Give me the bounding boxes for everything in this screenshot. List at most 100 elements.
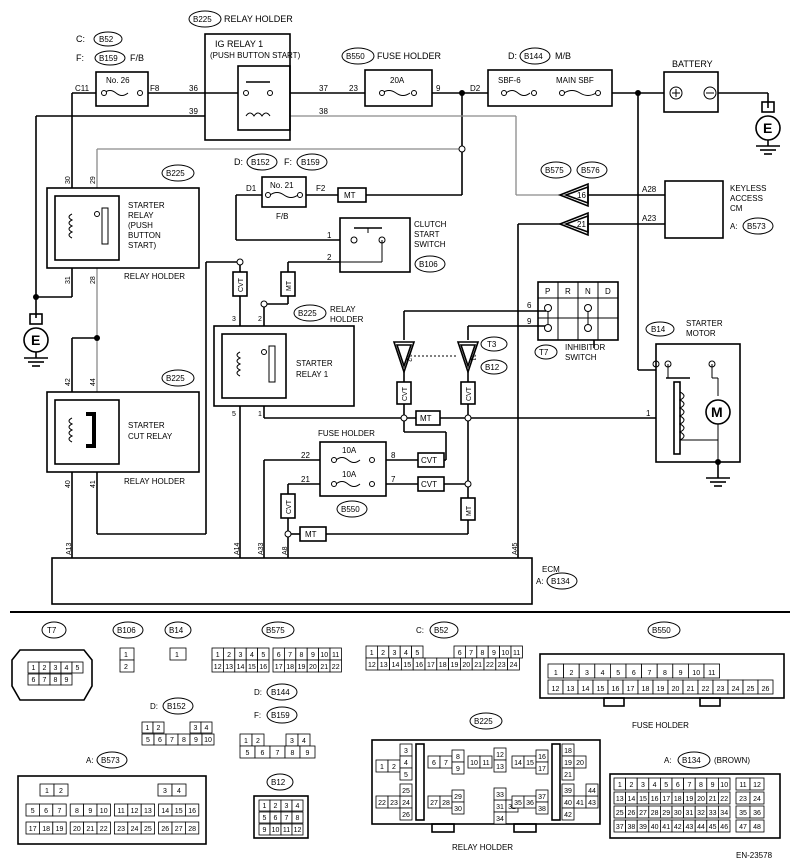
ig-relay-ref: B225: [193, 15, 212, 24]
battery: BATTERY: [663, 59, 719, 113]
pin-label: 20: [309, 664, 317, 671]
pin-label: 3: [163, 788, 167, 795]
pin-label: 3: [641, 782, 645, 789]
pin-label: 4: [250, 652, 254, 659]
pin-label: 6: [44, 808, 48, 815]
pin-label: 13: [380, 662, 388, 669]
pin-label: 47: [739, 824, 747, 831]
pin-cell: [561, 807, 575, 821]
pin-label: 7: [43, 677, 47, 684]
pin-label: 17: [275, 664, 283, 671]
cvt-connector-v1: CVT: [232, 271, 248, 297]
pin-label: 3: [54, 665, 58, 672]
clutch-pin-1: 1: [327, 231, 332, 240]
pin-label: 4: [601, 670, 605, 677]
pin-label: 7: [444, 760, 448, 767]
scr-name-1: STARTER: [128, 421, 165, 430]
mb-prefix: D:: [508, 51, 517, 61]
starter-motor: B14 STARTER MOTOR M 1: [645, 319, 741, 487]
pin-label: 18: [439, 662, 447, 669]
pin-label: 29: [662, 810, 670, 817]
mb-main-sbf: MAIN SBF: [556, 76, 594, 85]
fb26-ref-c: B52: [99, 35, 114, 44]
pin-label: 42: [564, 812, 572, 819]
ecm-ref: B134: [551, 577, 570, 586]
cvt-connector-h2: CVT: [417, 476, 445, 492]
ig-relay-name-1: IG RELAY 1: [215, 39, 263, 49]
pin-cell: [493, 811, 507, 825]
keyless-ref: B573: [747, 222, 766, 231]
pin-label: 40: [564, 800, 572, 807]
pin-cell: [535, 801, 549, 815]
pin-cell: [291, 811, 304, 824]
fb26-pin-in: C11: [75, 84, 90, 93]
pin-label: 7: [276, 750, 280, 757]
scr-pin-41: 41: [90, 480, 97, 488]
pin-label: 38: [628, 824, 636, 831]
fb21-ref-f: B159: [301, 158, 320, 167]
pin-label: 3: [285, 803, 289, 810]
pin-label: 7: [469, 650, 473, 657]
pin-label: 4: [653, 782, 657, 789]
pin-label: 2: [569, 670, 573, 677]
cvt-connector-v2: CVT: [396, 381, 412, 405]
view-b12-ref: B12: [271, 778, 286, 787]
view-b52-prefix: C:: [416, 626, 424, 635]
srpbs-name-4: BUTTON: [128, 231, 161, 240]
pin-label: 15: [526, 760, 534, 767]
fb26-prefix-c: C:: [76, 34, 85, 44]
pin-label: 32: [697, 810, 705, 817]
ecm-pin-a8: A8: [282, 546, 289, 555]
pin-label: 2: [227, 652, 231, 659]
clutch-name-3: SWITCH: [414, 240, 446, 249]
pin-label: 19: [564, 760, 572, 767]
motor-name-2: MOTOR: [686, 329, 716, 338]
pin-label: 27: [430, 800, 438, 807]
ground-right: E: [755, 101, 781, 155]
pin-label: 1: [554, 670, 558, 677]
pin-cell: [585, 783, 599, 797]
mt-label-h2: MT: [305, 530, 317, 539]
srpbs-ref: B225: [166, 169, 185, 178]
pin-label: 27: [175, 826, 183, 833]
connector-b575-b576: B575 B576 16 21: [540, 161, 608, 237]
pin-cell: [140, 803, 155, 817]
pin-label: 23: [739, 796, 747, 803]
pin-label: 9: [306, 750, 310, 757]
keyless-prefix: A:: [730, 222, 738, 231]
b575-pin-16: 16: [577, 191, 586, 200]
pin-cell: [507, 657, 520, 671]
pin-label: 25: [144, 826, 152, 833]
keyless-name-2: ACCESS: [730, 194, 763, 203]
mt-label-h1: MT: [420, 414, 432, 423]
pin-label: 3: [585, 670, 589, 677]
fb26-ref-f: B159: [99, 54, 118, 63]
pin-label: 26: [628, 810, 636, 817]
ig-relay-1: B225 RELAY HOLDER IG RELAY 1 (PUSH BUTTO…: [188, 10, 328, 141]
mt-connector-h2: MT: [299, 526, 327, 542]
view-b106: B106 1 2: [112, 621, 144, 673]
view-t7-ref: T7: [47, 626, 57, 635]
pin-cell: [184, 821, 200, 835]
pin-label: 5: [415, 650, 419, 657]
pin-label: 10: [470, 760, 478, 767]
pin-cell: [71, 661, 84, 674]
pin-label: 11: [739, 782, 746, 789]
pin-label: 31: [686, 810, 694, 817]
pin-label: 6: [277, 652, 281, 659]
pin-label: 1: [32, 665, 36, 672]
mt-connector-v1: MT: [280, 271, 296, 297]
pin-label: 10: [204, 737, 212, 744]
inhibitor-switch: P R N D 6 9 T7 INHIBITOR SWITCH 12 11 T3…: [392, 281, 619, 375]
view-b159-ref: B159: [271, 711, 290, 720]
pin-label: 18: [674, 796, 682, 803]
pin-label: 19: [56, 826, 64, 833]
